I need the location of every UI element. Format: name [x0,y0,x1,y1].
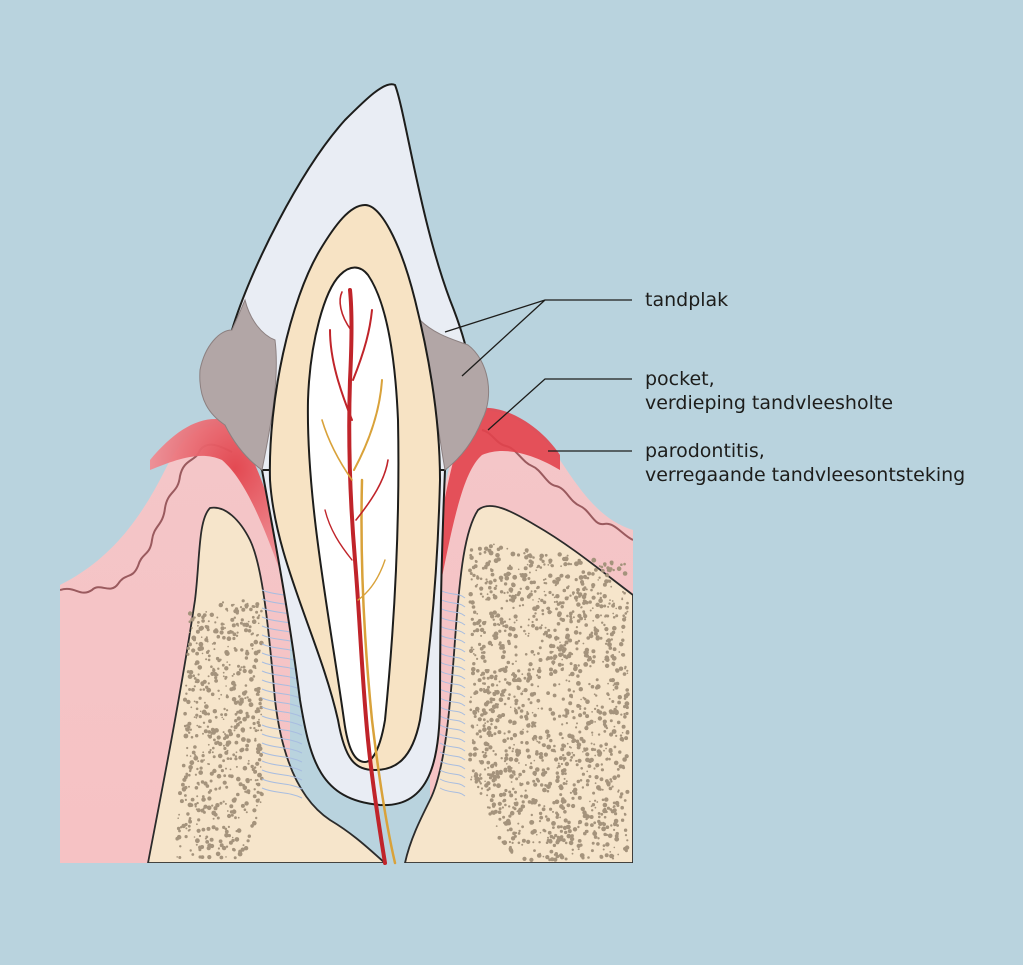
label-tandplak: tandplak [645,288,728,312]
label-pocket: pocket, verdieping tandvleesholte [645,367,893,415]
label-pocket-line-2: verdieping tandvleesholte [645,392,894,414]
label-pocket-line-1: pocket, [645,368,715,390]
inflamed-gum-left [150,419,292,585]
label-tandplak-line-1: tandplak [645,289,729,311]
alveolar-bone-right [404,505,633,863]
leader-line-tandplak [444,299,632,377]
leader-lines [444,299,632,452]
label-parodontitis-line-2: verregaande tandvleesontsteking [645,464,966,486]
leader-line-pocket [487,378,632,431]
label-parodontitis: parodontitis, verregaande tandvleesontst… [645,439,965,487]
label-parodontitis-line-1: parodontitis, [645,440,765,462]
gum-outline-left [60,443,233,594]
plaque-deposit-left [199,298,277,471]
alveolar-bone-left [147,506,387,863]
pulp-nerves [321,288,397,865]
bone-speckle-texture [175,543,630,863]
